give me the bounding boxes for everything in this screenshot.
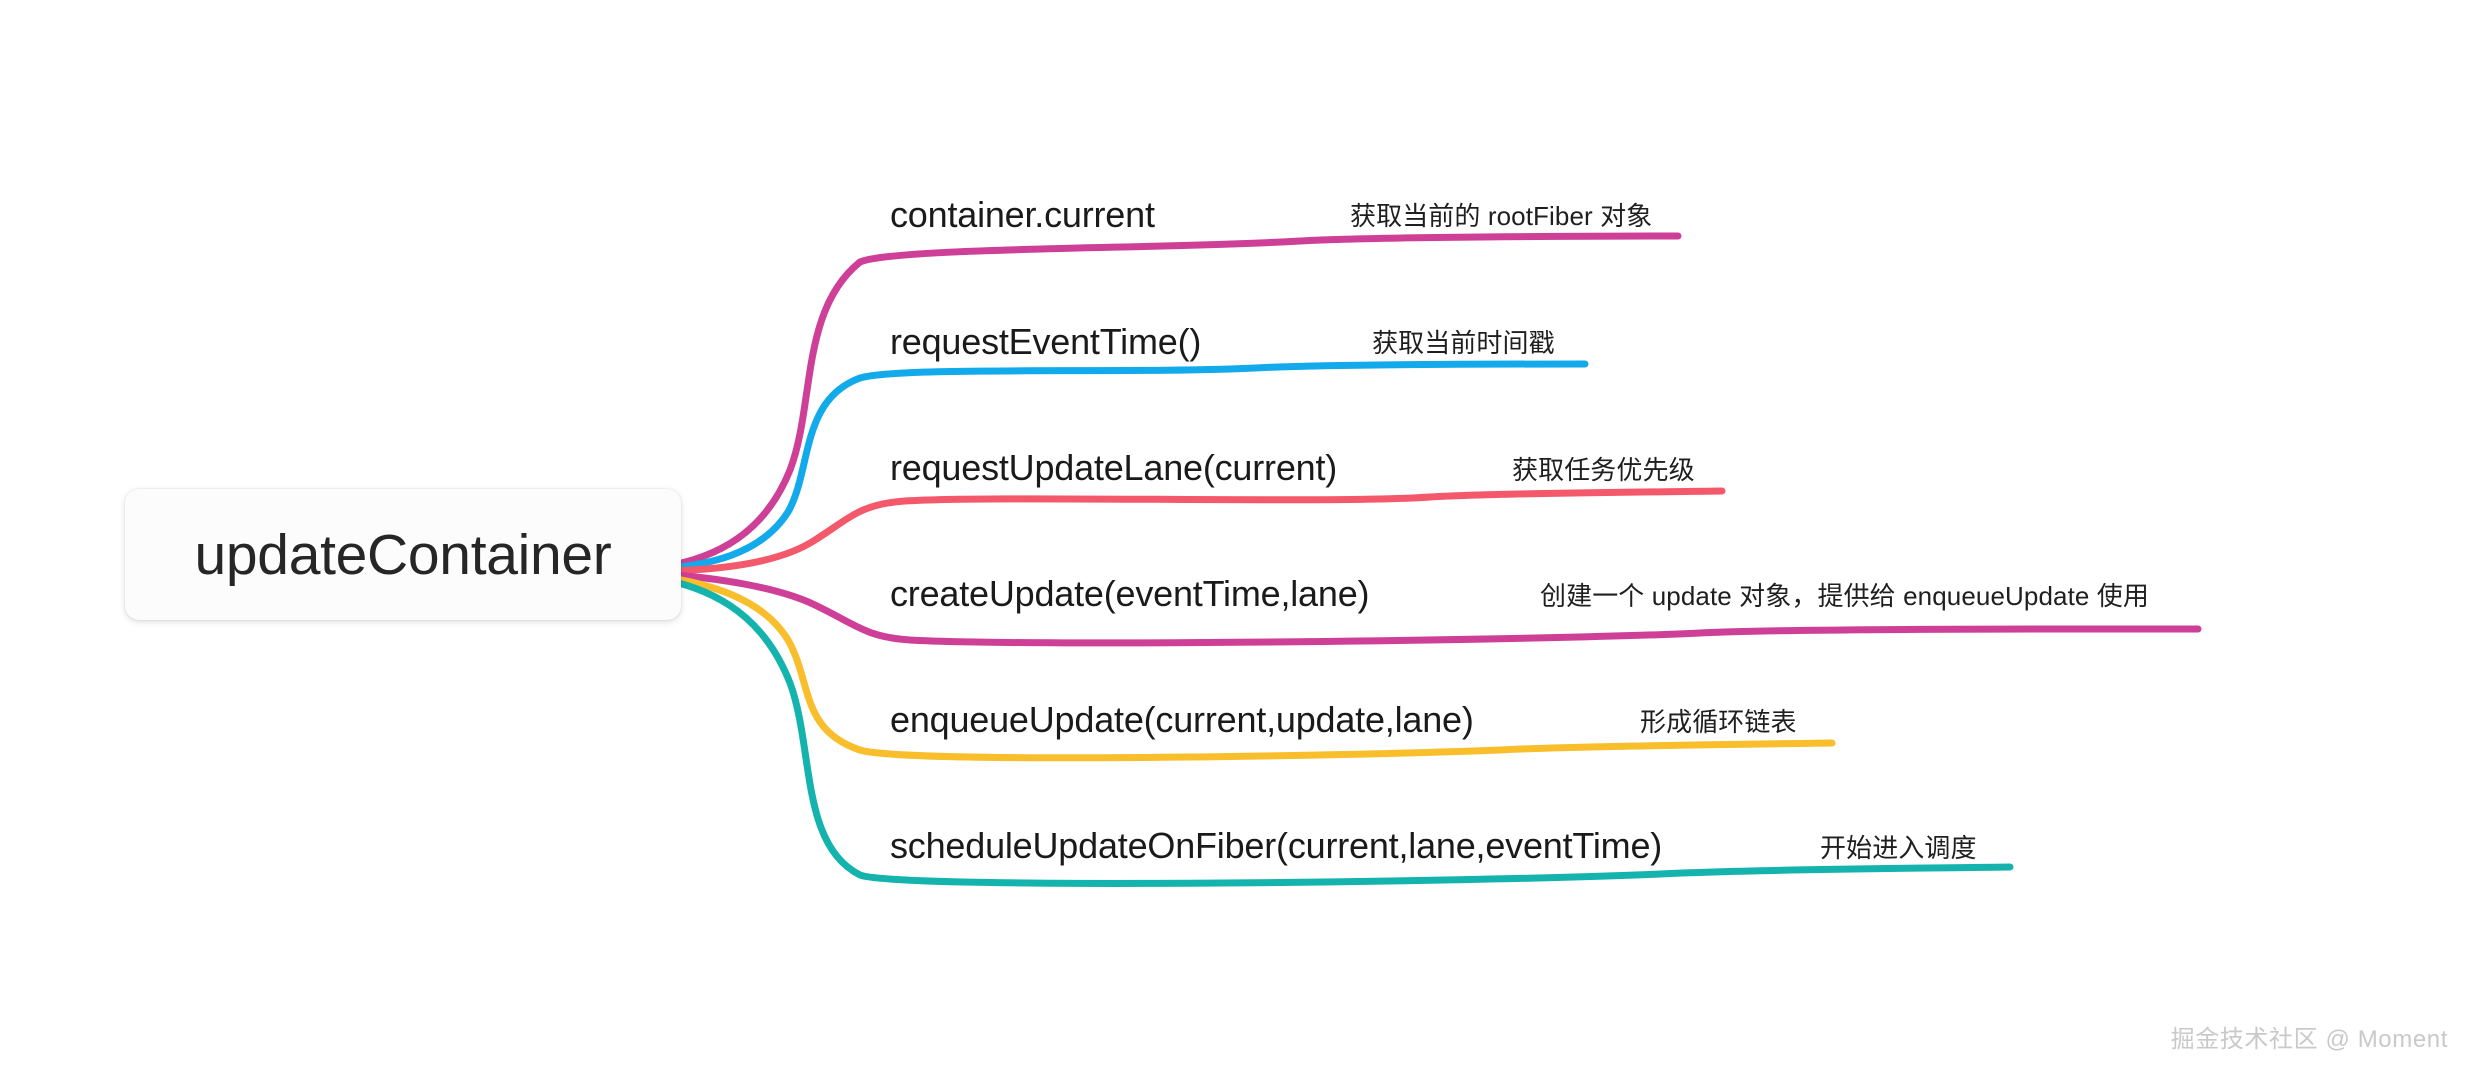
root-node[interactable]: updateContainer xyxy=(125,489,681,620)
branch-title-schedule-update-on-fiber: scheduleUpdateOnFiber(current,lane,event… xyxy=(890,825,1663,866)
branch-title-create-update: createUpdate(eventTime,lane) xyxy=(890,573,1370,614)
branch-note-create-update: 创建一个 update 对象，提供给 enqueueUpdate 使用 xyxy=(1540,581,2149,611)
branch-note-request-event-time: 获取当前时间戳 xyxy=(1372,328,1555,358)
branch-title-request-update-lane: requestUpdateLane(current) xyxy=(890,447,1338,488)
branch-note-container-current: 获取当前的 rootFiber 对象 xyxy=(1350,201,1653,231)
branch-note-request-update-lane: 获取任务优先级 xyxy=(1512,455,1695,485)
root-node-label: updateContainer xyxy=(194,522,612,587)
branch-note-schedule-update-on-fiber: 开始进入调度 xyxy=(1820,833,1977,863)
branch-title-request-event-time: requestEventTime() xyxy=(890,321,1202,362)
branch-edge-container-current xyxy=(659,232,1682,571)
branch-edge-request-update-lane xyxy=(659,487,1726,575)
branch-title-container-current: container.current xyxy=(890,194,1155,235)
watermark: 掘金技术社区 @ Moment xyxy=(2170,1026,2448,1053)
branch-title-enqueue-update: enqueueUpdate(current,update,lane) xyxy=(890,699,1474,740)
branch-note-enqueue-update: 形成循环链表 xyxy=(1640,707,1797,737)
